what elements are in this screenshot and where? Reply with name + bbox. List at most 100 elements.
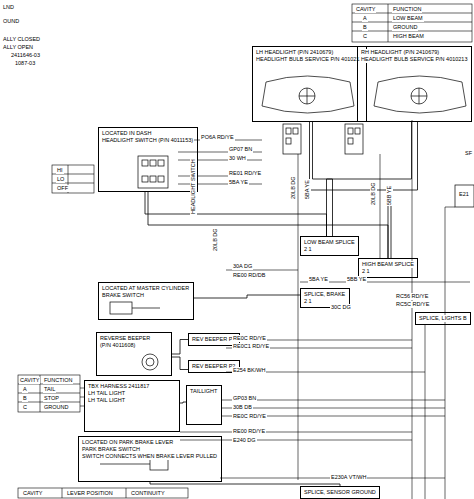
component-title: HIGH BEAM SPLICE: [361, 261, 415, 268]
wire: [222, 408, 445, 409]
wire-label: RC5C RD/YE: [395, 301, 430, 308]
component-note: 2 1: [361, 268, 371, 275]
wire-label: E254 BK/WH: [232, 367, 266, 374]
wire-label: LOW BEAM: [392, 15, 424, 22]
wire-label: 5BB YE: [346, 276, 367, 283]
headlight-lamp: [262, 76, 466, 113]
wire-connector: [310, 122, 389, 258]
table-grid: [52, 165, 94, 193]
component-title: TBX HARNESS 2411817: [87, 383, 150, 390]
connector-box: TAILLIGHT: [186, 385, 222, 425]
wire-label: RE01 RD/YE: [228, 170, 262, 177]
wire-label: RE00 RD/DB: [232, 272, 266, 279]
connector-symbol: [345, 124, 363, 154]
wire-label: 30C DG: [330, 304, 352, 311]
splice-box: SPLICE, LIGHTS B: [415, 312, 471, 325]
wire-label: HI: [56, 167, 64, 174]
wire-label: 30A DG: [232, 263, 253, 270]
wire-label: CAVITY: [355, 6, 376, 13]
wire-label: ALLY OPEN: [2, 44, 34, 51]
component-note: LH TAIL LIGHT: [87, 397, 126, 404]
table-grid: [352, 4, 472, 42]
connector-symbol: [150, 176, 156, 182]
wire-label: 5BA YE: [228, 179, 249, 186]
table-grid: [62, 488, 63, 498]
component-note: HEADLIGHT SWITCH (P/N 4011153): [101, 137, 194, 144]
connector-symbol: [142, 176, 148, 182]
table-grid: [18, 375, 80, 412]
connector-symbol: [150, 458, 168, 470]
wire-label: PO6A RD/YE: [200, 134, 235, 141]
wire-connector: [172, 357, 188, 370]
wire-label: LO: [56, 176, 65, 183]
splice-box: LOW BEAM SPLICE2 1: [300, 236, 359, 256]
wire-label: RE0C1 RD/YE: [232, 343, 270, 350]
wire-label: B: [362, 24, 368, 31]
wire-label: OFF: [56, 185, 69, 192]
wire-label: ALLY CLOSED: [2, 36, 41, 43]
wire-connector: [327, 122, 412, 236]
wire-label: FUNCTION: [392, 6, 422, 13]
wire: [180, 432, 412, 433]
switch-box: LOCATED AT MASTER CYLINDERBRAKE SWITCH: [98, 282, 194, 320]
wire-label: E21: [458, 191, 470, 198]
component-title: LOW BEAM SPLICE: [303, 239, 356, 246]
wire-label: 30B DB: [232, 404, 253, 411]
wire-label: GROUND: [392, 24, 418, 31]
component-title: LOCATED AT MASTER CYLINDER: [101, 285, 190, 292]
wire-label: C: [22, 404, 28, 411]
wire-label: CAVITY: [22, 490, 43, 497]
wire-label: FUNCTION: [43, 377, 73, 384]
splice-box: HIGH BEAM SPLICE2 1: [358, 258, 418, 278]
table-grid: [126, 488, 127, 498]
wire-label: TAIL: [43, 386, 56, 393]
connector-symbol: [293, 128, 298, 134]
component-note: BRAKE SWITCH: [101, 292, 145, 299]
wire-label: SF: [464, 150, 473, 157]
connector-symbol: [146, 358, 154, 366]
wire-label: CAVITY: [19, 377, 40, 384]
wire-label: 5BA YE: [304, 179, 311, 200]
wire-label: GP07 BN: [228, 146, 253, 153]
switch-box: LOCATED ON PARK BRAKE LEVERPARK BRAKE SW…: [78, 436, 222, 482]
splice-box: SPLICE, SENSOR GROUND: [300, 486, 380, 499]
wire-label: HEADLIGHT SWITCH: [190, 158, 197, 215]
connector-symbol: [355, 128, 360, 134]
connector-symbol: [110, 302, 132, 314]
component-title: SPLICE, SENSOR GROUND: [303, 489, 377, 496]
wire-label: A: [22, 386, 28, 393]
table-grid: [18, 488, 188, 498]
table-grid: [388, 4, 389, 42]
wire-label: 2411646-03: [10, 52, 41, 59]
component-title: REV BEEPER P2: [191, 363, 236, 370]
wire-connector: [148, 192, 388, 258]
wire: [445, 207, 455, 208]
connector-symbol: [455, 185, 474, 207]
connector-symbol: [132, 308, 160, 309]
wire: [425, 324, 426, 499]
headlight-lamp: [307, 88, 308, 104]
connector-symbol: [286, 138, 291, 144]
wire: [298, 154, 299, 480]
wire-label: RE0C RD/YE: [232, 335, 267, 342]
component-title: LH HEADLIGHT (P/N 2410679): [255, 49, 334, 56]
headlight-lamp: [411, 88, 427, 104]
component-title: TAILLIGHT: [189, 388, 218, 395]
connector-symbol: [100, 464, 150, 465]
component-note: SWITCH CONNECTS WHEN BRAKE LEVER PULLED: [81, 453, 218, 460]
component-note: 2 1: [303, 298, 313, 305]
wire: [80, 120, 470, 499]
wire-label: LND: [2, 4, 15, 11]
wire-label: C: [362, 33, 368, 40]
wire: [180, 440, 412, 441]
connector-symbol: [142, 354, 158, 370]
component-title: SPLICE, LIGHTS B: [418, 315, 468, 322]
wire-label: E230A VT/WH: [330, 474, 367, 481]
component-title: LOCATED ON PARK BRAKE LEVER: [81, 439, 174, 446]
wire-label: 5BB YE: [386, 185, 393, 206]
connector-symbol: [286, 128, 291, 134]
wire: [380, 154, 381, 258]
wire-label: LEVER POSITION: [66, 490, 114, 497]
wire-label: OUND: [2, 18, 20, 25]
